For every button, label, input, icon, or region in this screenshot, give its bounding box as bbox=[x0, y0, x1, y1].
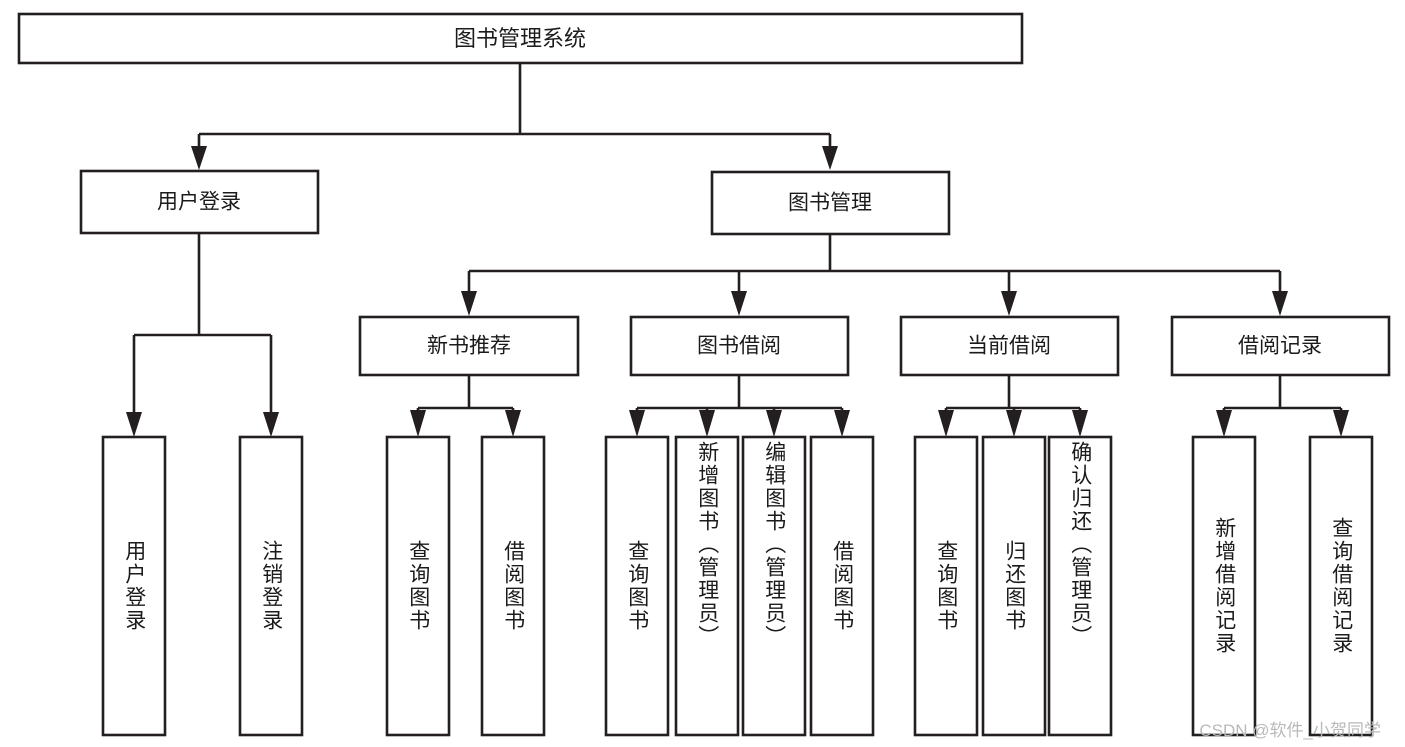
leaf-box-bb-borrow-book[interactable] bbox=[809, 435, 875, 737]
node-new-book-recommend-label: 新书推荐 bbox=[427, 335, 511, 358]
leaf-box-bb-query-book[interactable] bbox=[604, 435, 670, 737]
node-book-manage-box[interactable] bbox=[710, 170, 951, 236]
arrow-book-borrow bbox=[731, 291, 747, 316]
leaf-box-cb-query-book[interactable] bbox=[913, 435, 979, 737]
arrow-leaf-logout bbox=[263, 412, 279, 437]
arrow-book-manage bbox=[822, 146, 838, 170]
arrow-cb-leaf-1 bbox=[938, 410, 954, 437]
leaf-box-br-add-record[interactable] bbox=[1191, 435, 1257, 737]
leaf-box-bb-add-book[interactable] bbox=[674, 435, 740, 737]
leaf-box-nb-borrow-book[interactable] bbox=[480, 435, 546, 737]
node-current-borrow-box[interactable] bbox=[899, 315, 1120, 377]
node-new-book-recommend[interactable]: 新书推荐 bbox=[358, 315, 580, 377]
node-root-box[interactable] bbox=[17, 12, 1024, 65]
arrow-cb-leaf-2 bbox=[1006, 410, 1022, 437]
leaf-box-cb-confirm-return[interactable] bbox=[1047, 435, 1113, 737]
node-user-login-box[interactable] bbox=[79, 169, 320, 235]
node-root[interactable]: 图书管理系统 bbox=[17, 12, 1024, 65]
node-book-manage-label: 图书管理 bbox=[788, 192, 872, 215]
leaf-box-nb-query-book[interactable] bbox=[385, 435, 451, 737]
leaf-box-logout[interactable] bbox=[238, 435, 304, 737]
arrow-bb-leaf-4 bbox=[834, 410, 850, 437]
leaf-box-br-query-record[interactable] bbox=[1308, 435, 1374, 737]
arrow-bb-leaf-2 bbox=[699, 410, 715, 437]
node-user-login[interactable]: 用户登录 bbox=[79, 169, 320, 235]
arrow-nb-leaf-2 bbox=[505, 410, 521, 437]
arrow-bb-leaf-3 bbox=[766, 410, 782, 437]
node-book-borrow[interactable]: 图书借阅 bbox=[629, 315, 850, 377]
node-current-borrow[interactable]: 当前借阅 bbox=[899, 315, 1120, 377]
node-borrow-records-label: 借阅记录 bbox=[1238, 335, 1322, 358]
arrow-user-login bbox=[191, 146, 207, 170]
node-book-borrow-label: 图书借阅 bbox=[697, 335, 781, 358]
node-new-book-recommend-box[interactable] bbox=[358, 315, 580, 377]
arrow-leaf-user-login bbox=[126, 412, 142, 437]
arrow-nb-leaf-1 bbox=[410, 410, 426, 437]
connector-group bbox=[126, 63, 1349, 437]
leaf-box-cb-return-book[interactable] bbox=[981, 435, 1047, 737]
node-book-manage[interactable]: 图书管理 bbox=[710, 170, 951, 236]
node-borrow-records[interactable]: 借阅记录 bbox=[1170, 315, 1391, 377]
arrow-cb-leaf-3 bbox=[1072, 410, 1088, 437]
node-current-borrow-label: 当前借阅 bbox=[967, 335, 1051, 358]
node-user-login-label: 用户登录 bbox=[157, 191, 241, 214]
arrow-borrow-records bbox=[1272, 291, 1288, 316]
leaf-box-bb-edit-book[interactable] bbox=[741, 435, 807, 737]
leaf-box-user-login[interactable] bbox=[101, 435, 167, 737]
arrow-new-book bbox=[461, 291, 477, 316]
node-book-borrow-box[interactable] bbox=[629, 315, 850, 377]
arrow-bb-leaf-1 bbox=[629, 410, 645, 437]
node-borrow-records-box[interactable] bbox=[1170, 315, 1391, 377]
arrow-current-borrow bbox=[1001, 291, 1017, 316]
arrow-br-leaf-2 bbox=[1333, 410, 1349, 437]
arrow-br-leaf-1 bbox=[1216, 410, 1232, 437]
node-root-label: 图书管理系统 bbox=[454, 26, 586, 51]
